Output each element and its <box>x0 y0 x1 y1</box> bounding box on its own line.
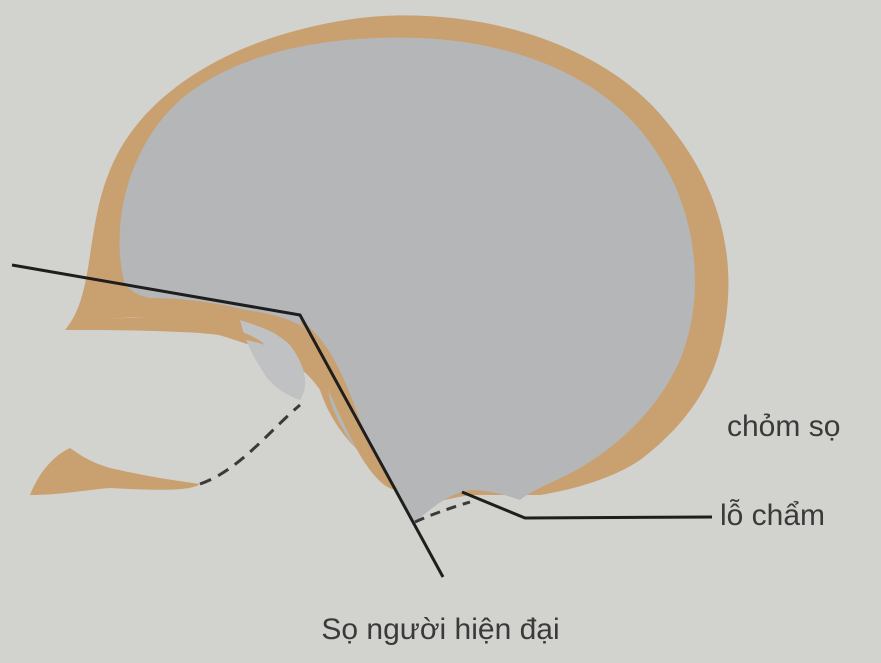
occipital-label: chỏm sọ <box>727 410 840 444</box>
foramen-label: lỗ chẩm <box>720 499 825 533</box>
diagram-caption: Sọ người hiện đại <box>0 613 881 647</box>
